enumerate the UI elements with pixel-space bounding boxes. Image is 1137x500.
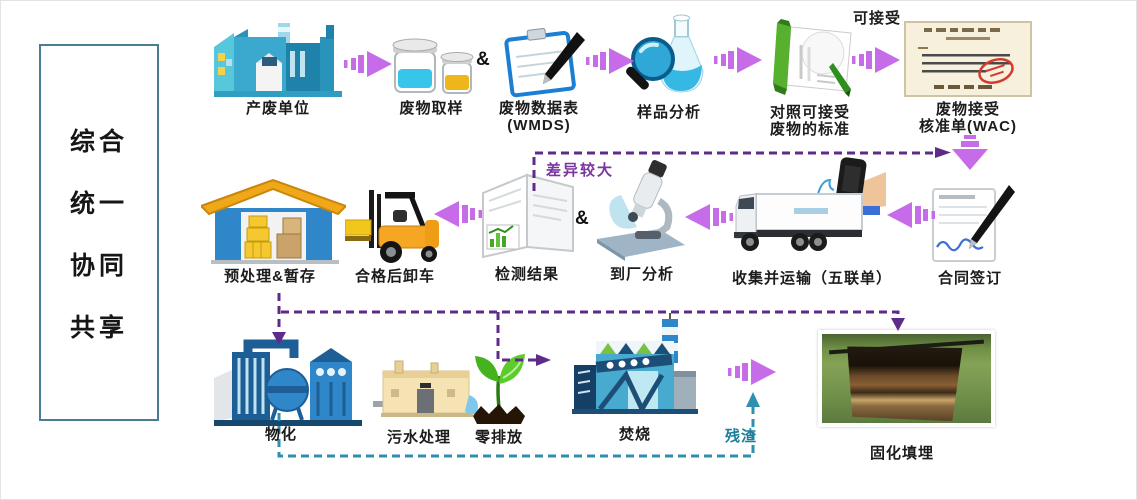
label-sampling: 废物取样 xyxy=(399,100,464,117)
label-wac-line1: 废物接受 xyxy=(935,101,1000,118)
arrow-wac-to-contract xyxy=(947,135,993,176)
ampersand-row2: & xyxy=(575,208,589,229)
sample-jars-icon xyxy=(389,34,477,101)
test-report-icon xyxy=(477,163,579,266)
contract-signing-icon xyxy=(925,183,1015,270)
analysis-flask-icon xyxy=(623,13,715,106)
transport-truck-icon xyxy=(734,154,886,277)
label-wmds-line2: (WMDS) xyxy=(507,117,571,135)
label-standards: 对照可接受 废物的标准 xyxy=(757,104,863,139)
arrow-wmds-to-analysis xyxy=(586,46,636,81)
landfill-photo xyxy=(818,330,995,427)
label-wac-line2: 核准单(WAC) xyxy=(919,118,1017,136)
principle-item: 综合 xyxy=(69,127,128,156)
incinerator-icon xyxy=(566,313,704,430)
label-physchem: 物化 xyxy=(264,426,297,443)
physchem-plant-icon xyxy=(214,334,362,431)
arrow-truck-to-arrival xyxy=(683,202,733,237)
label-sewage: 污水处理 xyxy=(386,429,451,446)
forklift-icon xyxy=(344,184,445,271)
label-residue: 残渣 xyxy=(725,428,758,445)
label-zero-emission: 零排放 xyxy=(474,429,523,446)
label-acceptable: 可接受 xyxy=(852,10,901,27)
landfill-pit xyxy=(847,346,963,422)
label-arrival: 到厂分析 xyxy=(609,266,674,283)
label-difference-large: 差异较大 xyxy=(546,162,615,179)
factory-icon xyxy=(214,23,342,102)
label-wac: 废物接受 核准单(WAC) xyxy=(904,101,1032,136)
label-standards-line1: 对照可接受 xyxy=(769,104,850,121)
label-result: 检测结果 xyxy=(494,266,559,283)
arrow-standards-to-wac xyxy=(852,45,902,80)
ampersand-row1: & xyxy=(476,49,490,70)
arrow-result-to-unload xyxy=(432,199,482,234)
principle-item: 协同 xyxy=(69,251,128,280)
wac-certificate-icon xyxy=(904,21,1032,102)
label-landfill: 固化填埋 xyxy=(869,445,934,462)
label-incinerate: 焚烧 xyxy=(618,426,651,443)
label-standards-line2: 废物的标准 xyxy=(769,121,850,139)
arrow-producer-to-sampling xyxy=(344,49,394,84)
sprout-icon xyxy=(469,348,529,429)
standards-book-icon xyxy=(765,19,857,108)
sewage-plant-icon xyxy=(373,359,481,428)
label-analysis: 样品分析 xyxy=(636,104,701,121)
data-sheet-clipboard-icon xyxy=(495,28,587,103)
arrow-analysis-to-standards xyxy=(714,45,764,80)
label-pretreat: 预处理&暂存 xyxy=(224,268,316,285)
warehouse-icon xyxy=(199,178,348,271)
principles-panel: 综合 统一 协同 共享 xyxy=(39,44,159,421)
label-producer: 产废单位 xyxy=(245,100,310,117)
arrow-incinerate-to-landfill xyxy=(728,357,778,392)
label-contract: 合同签订 xyxy=(937,270,1002,287)
label-wmds: 废物数据表 (WMDS) xyxy=(483,100,595,135)
principle-item: 统一 xyxy=(69,189,128,218)
principle-item: 共享 xyxy=(69,313,128,342)
label-transport: 收集并运输（五联单） xyxy=(731,270,892,287)
label-unload: 合格后卸车 xyxy=(354,268,435,285)
arrow-contract-to-truck xyxy=(885,200,935,235)
label-wmds-line1: 废物数据表 xyxy=(498,100,579,117)
